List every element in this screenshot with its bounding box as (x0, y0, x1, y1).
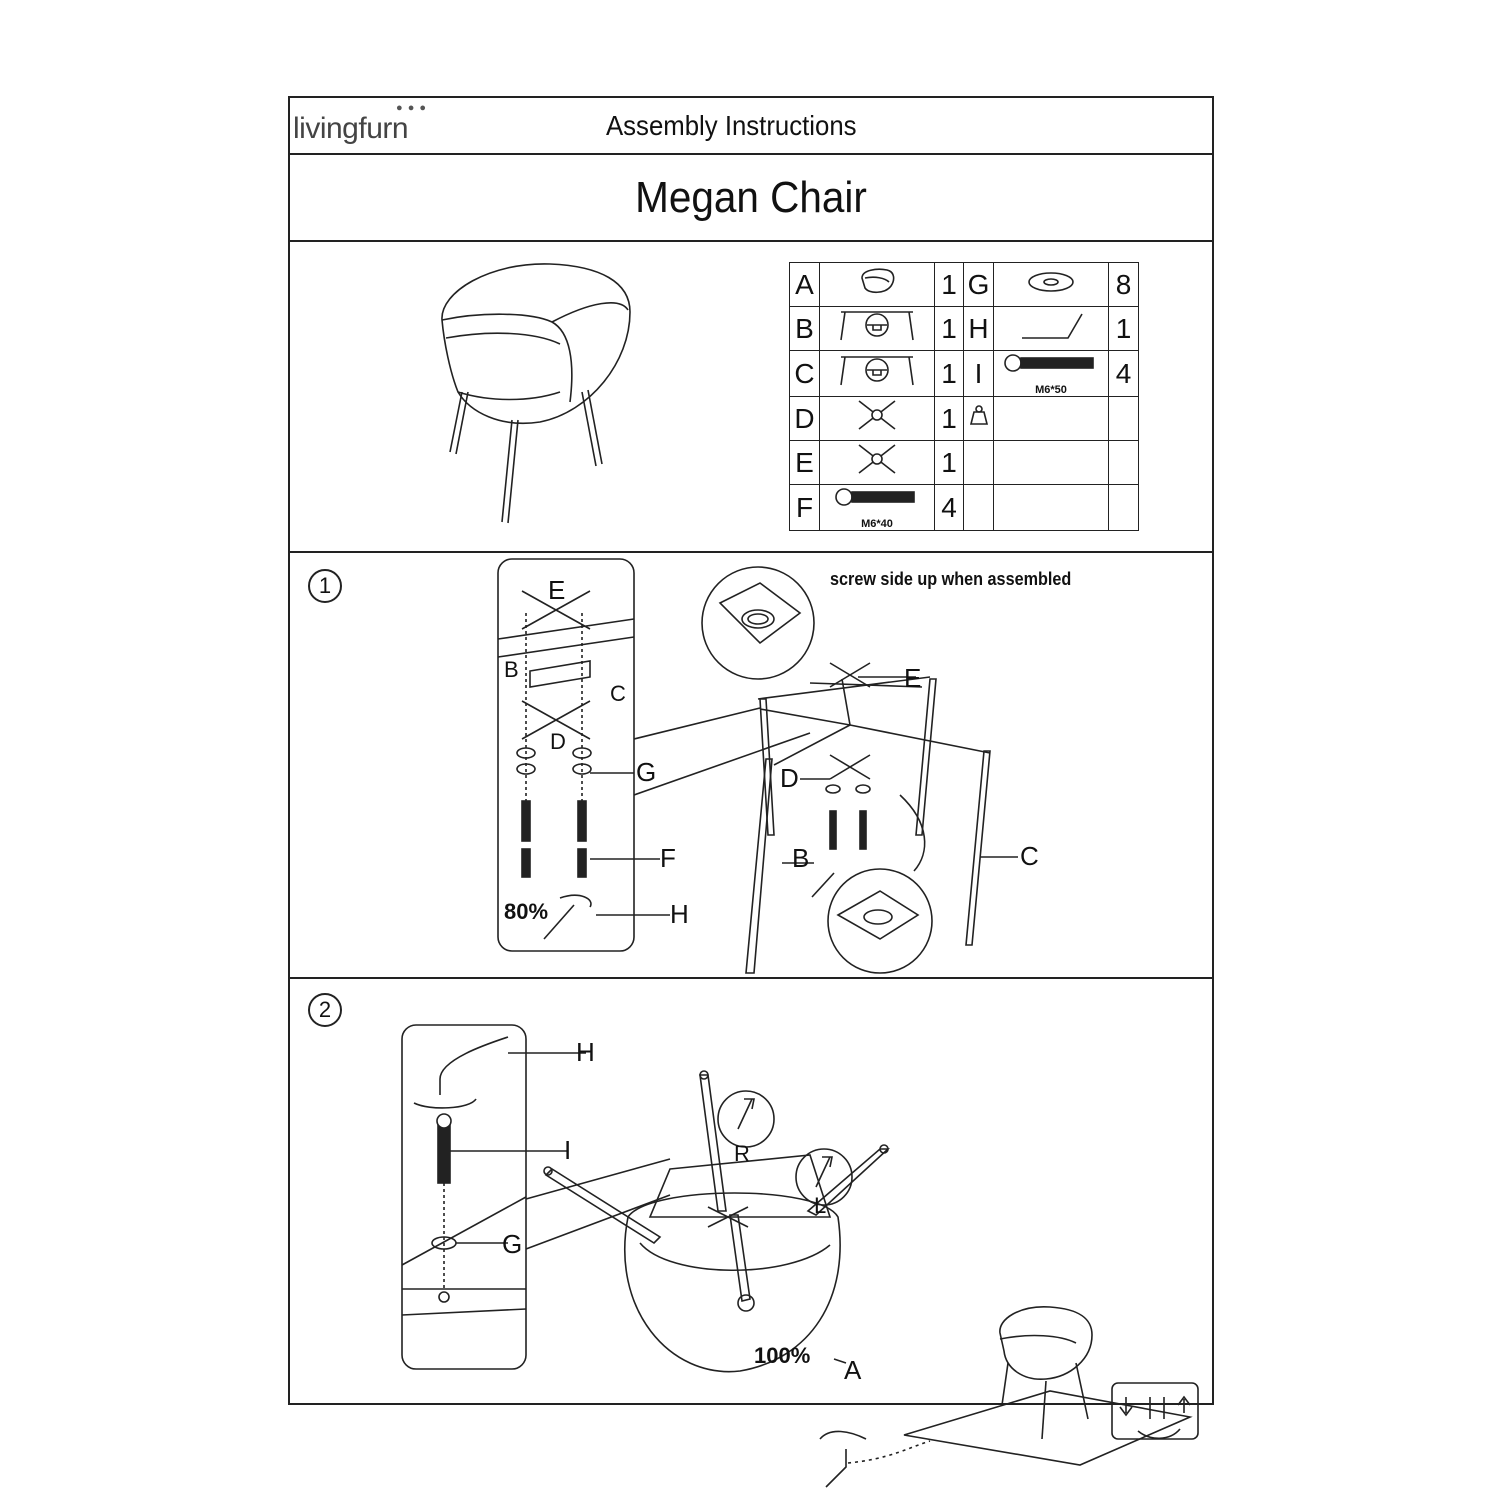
label-r: R (734, 1141, 750, 1166)
step-1-diagram-icon (497, 558, 1018, 974)
part-letter: H (963, 306, 994, 351)
parts-table-row: C 1 I M6*50 4 (789, 350, 1139, 397)
part-letter: F (789, 484, 820, 531)
bolt-icon (1004, 354, 1094, 372)
part-letter: C (789, 350, 820, 397)
bolt-icon: M6*40 (819, 484, 935, 531)
step-number: 1 (308, 569, 342, 603)
empty-cell (963, 484, 994, 531)
seat-shell-icon (861, 268, 895, 294)
empty-cell (993, 396, 1109, 441)
empty-cell (1108, 440, 1139, 485)
parts-table-row: E 1 (789, 440, 1139, 485)
cross-plate-icon (858, 444, 896, 474)
part-quantity: 1 (934, 440, 964, 485)
parts-row: A 1 G 8 B 1 H (290, 242, 1212, 553)
part-letter: D (789, 396, 820, 441)
weight-limit-icon (969, 404, 988, 425)
part-quantity: 1 (934, 262, 964, 307)
parts-list-table: A 1 G 8 B 1 H (789, 262, 1139, 531)
empty-cell (963, 440, 994, 485)
parts-table-row: F M6*40 4 (789, 484, 1139, 531)
part-letter: I (963, 350, 994, 397)
parts-table-row: D 1 (789, 396, 1139, 441)
step-1-note: screw side up when assembled (830, 569, 1072, 589)
front-leg-frame-icon (819, 306, 935, 351)
weight-limit-icon (963, 396, 994, 441)
cross-plate-icon (858, 400, 896, 430)
label-i: I (564, 1135, 572, 1165)
part-letter: B (789, 306, 820, 351)
step-1-row: 1 (290, 553, 1212, 979)
part-quantity: 1 (934, 350, 964, 397)
washer-icon (1028, 271, 1074, 292)
label-g: G (636, 757, 657, 787)
step-2-row: 2 (290, 979, 1212, 1488)
part-quantity: 8 (1108, 262, 1139, 307)
label-c-main: C (1020, 841, 1039, 871)
empty-cell (993, 484, 1109, 531)
part-letter: A (789, 262, 820, 307)
cross-plate-icon (819, 440, 935, 485)
part-quantity: 4 (934, 484, 964, 531)
header-row: ● ● ● livingfurn Assembly Instructions (290, 98, 1212, 155)
washer-icon (993, 262, 1109, 307)
label-g: G (502, 1229, 523, 1259)
label-b-main: B (792, 843, 810, 873)
empty-cell (1108, 396, 1139, 441)
bolt-icon: M6*50 (993, 350, 1109, 397)
empty-cell (993, 440, 1109, 485)
label-d-main: D (780, 763, 799, 793)
label-e-main: E (904, 663, 922, 693)
label-a: A (844, 1355, 862, 1385)
bolt-icon (835, 488, 915, 506)
allen-key-icon (993, 306, 1109, 351)
part-letter: E (789, 440, 820, 485)
brand-logo: livingfurn (293, 112, 409, 145)
label-h: H (670, 899, 689, 929)
step-number: 2 (308, 993, 342, 1027)
label-d: D (550, 729, 566, 754)
seat-shell-icon (819, 262, 935, 307)
part-quantity: 1 (1108, 306, 1139, 351)
parts-table-row: A 1 G 8 (789, 262, 1139, 307)
part-quantity: 4 (1108, 350, 1139, 397)
part-letter: G (963, 262, 994, 307)
part-quantity: 1 (934, 306, 964, 351)
label-c: C (610, 681, 626, 706)
parts-table-row: B 1 H 1 (789, 306, 1139, 351)
part-quantity: 1 (934, 396, 964, 441)
bolt-size-label: M6*50 (1035, 384, 1067, 396)
document-title: Assembly Instructions (606, 110, 857, 141)
empty-cell (1108, 484, 1139, 531)
label-e: E (548, 575, 566, 605)
product-title-row: Megan Chair (290, 155, 1212, 242)
rear-leg-frame-icon (819, 350, 935, 397)
label-b: B (504, 657, 519, 682)
label-f: F (660, 843, 676, 873)
label-l: L (814, 1193, 827, 1218)
front-leg-frame-icon (840, 311, 914, 341)
bolt-size-label: M6*40 (861, 518, 893, 530)
cross-plate-icon (819, 396, 935, 441)
assembly-sheet: ● ● ● livingfurn Assembly Instructions M… (288, 96, 1214, 1488)
rear-leg-frame-icon (840, 356, 914, 386)
label-h: H (576, 1037, 595, 1067)
brand-logo-dots-icon: ● ● ● (396, 102, 428, 114)
torque-label: 80% (504, 899, 549, 924)
torque-label: 100% (754, 1343, 811, 1368)
product-name: Megan Chair (635, 173, 867, 222)
step-2-diagram-icon (401, 1024, 1199, 1488)
chair-overview-icon (441, 263, 631, 524)
allen-key-icon (1022, 313, 1083, 339)
